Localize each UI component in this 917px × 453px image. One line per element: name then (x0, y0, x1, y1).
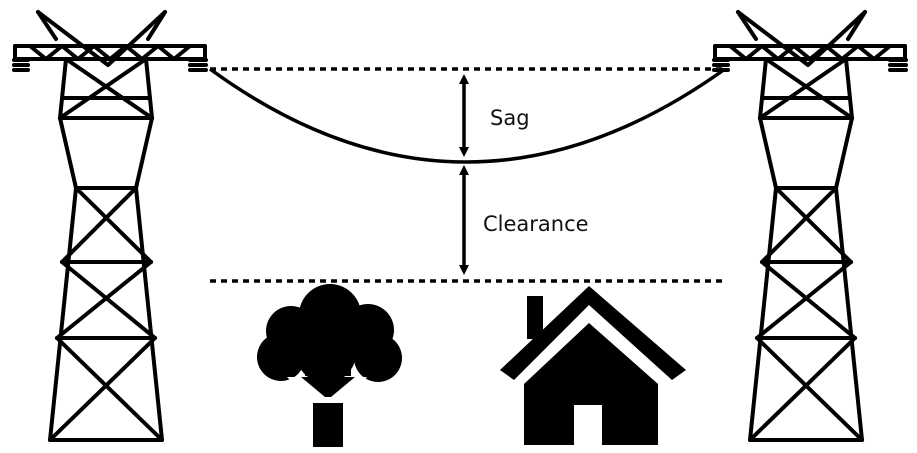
right-tower-icon (712, 10, 908, 442)
left-tower-icon (12, 10, 208, 442)
sag-label: Sag (490, 106, 530, 130)
clearance-label: Clearance (483, 212, 589, 236)
tree-icon (257, 284, 402, 447)
house-icon (500, 286, 686, 445)
conductor-sag-curve (208, 67, 727, 164)
